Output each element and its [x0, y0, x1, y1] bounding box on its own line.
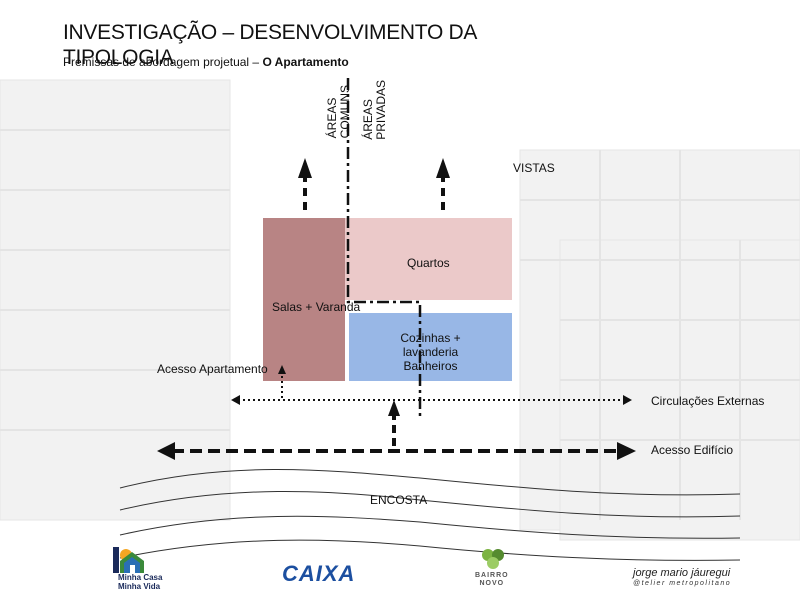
quartos-block	[345, 218, 512, 300]
entrada-arrowhead	[388, 400, 400, 416]
bairro-novo-icon	[482, 549, 504, 569]
caixa-logo: CAIXA	[282, 561, 356, 586]
page-subtitle: Premissas de abordagem projetual – O Apa…	[63, 55, 349, 69]
circulacoes-arrowhead-right	[623, 395, 632, 405]
salas-block	[263, 218, 345, 381]
vistas-arrowhead-left	[298, 158, 312, 178]
quartos-label: Quartos	[407, 256, 450, 270]
minha-casa-minha-vida-logo	[113, 547, 144, 573]
acesso-edificio-arrowhead-left	[157, 442, 175, 460]
author-name: jorge mario jáuregui	[633, 567, 731, 579]
acesso-apartamento-arrowhead	[278, 365, 286, 374]
subtitle-bold: O Apartamento	[262, 55, 349, 69]
acesso-edificio-arrowhead-right	[617, 442, 636, 460]
circulacoes-arrowhead-left	[231, 395, 240, 405]
vistas-label: VISTAS	[513, 161, 555, 175]
acesso-edificio-label: Acesso Edifício	[651, 443, 734, 457]
mcmv-logo-text: Minha Casa Minha Vida	[118, 573, 163, 591]
cozinhas-label: Cozinhas + lavanderia Banheiros	[400, 331, 461, 373]
encosta-curves	[119, 469, 741, 561]
areas-privadas-label: ÁREAS PRIVADAS	[361, 80, 388, 140]
author-subtitle: @telier metropolitano	[633, 580, 732, 587]
vistas-arrowhead-right	[436, 158, 450, 178]
bairro-novo-logo-text: BAIRRO NOVO	[475, 572, 509, 587]
circulacoes-externas-label: Circulações Externas	[651, 394, 765, 408]
page-title: INVESTIGAÇÃO – DESENVOLVIMENTO DA TIPOLO…	[63, 21, 482, 69]
acesso-apartamento-label: Acesso Apartamento	[157, 362, 268, 376]
zone-divider-line	[346, 78, 422, 420]
encosta-label: ENCOSTA	[370, 493, 428, 507]
cozinhas-block	[349, 313, 512, 381]
areas-comuns-label: ÁREAS COMUNS	[325, 85, 352, 139]
subtitle-prefix: Premissas de abordagem projetual –	[63, 55, 263, 69]
salas-label: Salas + Varanda	[272, 300, 361, 314]
